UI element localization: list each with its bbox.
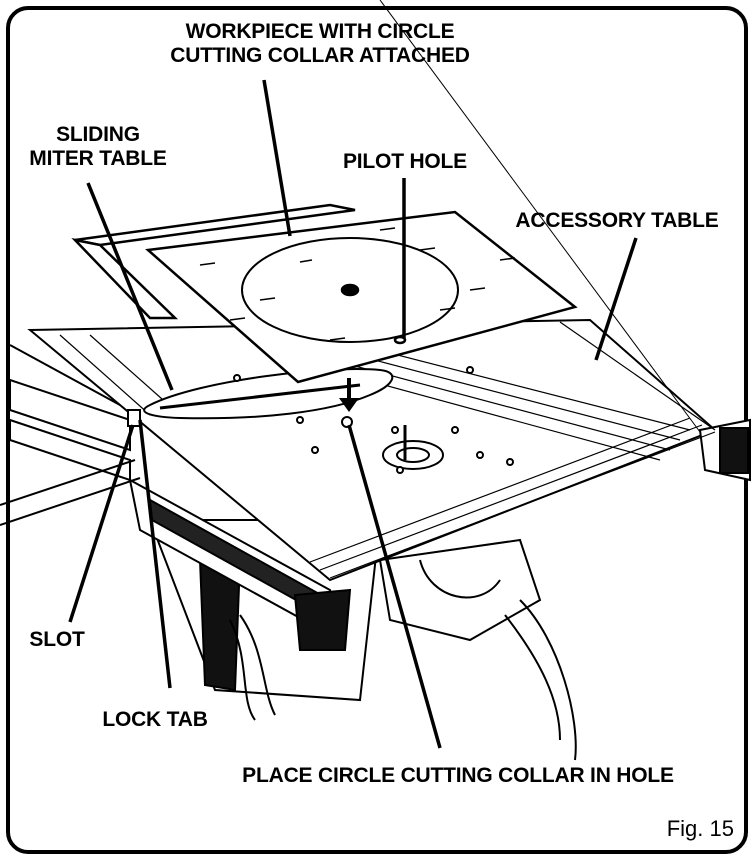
label-sliding-line2: MITER TABLE [29, 147, 167, 170]
label-slot: SLOT [29, 628, 85, 651]
router-opening [233, 348, 514, 474]
label-workpiece-line1: WORKPIECE WITH CIRCLE [185, 20, 455, 43]
label-pilot-hole: PILOT HOLE [342, 150, 467, 173]
label-sliding-miter-table: SLIDING MITER TABLE [28, 123, 168, 171]
label-accessory-table: ACCESSORY TABLE [515, 209, 719, 232]
label-place-collar: PLACE CIRCLE CUTTING COLLAR IN HOLE [242, 764, 674, 787]
label-workpiece-line2: CUTTING COLLAR ATTACHED [170, 44, 470, 67]
main-table-top [0, 0, 751, 651]
label-workpiece: WORKPIECE WITH CIRCLE CUTTING COLLAR ATT… [170, 20, 470, 68]
label-sliding-line1: SLIDING [56, 123, 140, 146]
sliding-miter-table [127, 368, 394, 427]
label-lock-tab: LOCK TAB [102, 708, 208, 731]
figure-number: Fig. 15 [666, 816, 734, 841]
leader-lines [68, 79, 638, 749]
placement-arrow [339, 378, 359, 412]
